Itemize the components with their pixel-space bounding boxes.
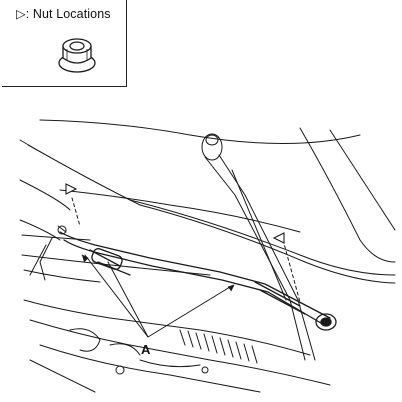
- hood-strut: [201, 133, 316, 361]
- nut-dash-right: [282, 239, 301, 303]
- cowl-lower-detail: [69, 328, 209, 375]
- cowl-grille: [179, 329, 258, 364]
- wiper-pivot-left: [29, 225, 67, 281]
- legend-row: ▷: Nut Locations: [16, 6, 111, 21]
- nut-icon: [58, 38, 96, 73]
- legend-box: ▷: Nut Locations: [2, 0, 127, 87]
- leader-a-1: [84, 254, 149, 338]
- nut-location-triangle: ▷: [16, 7, 26, 21]
- nut-location-marker-right: [272, 232, 285, 244]
- leader-a-2: [107, 261, 149, 338]
- legend-label: : Nut Locations: [25, 7, 111, 21]
- hood-edge: [39, 119, 361, 144]
- nut-location-marker-left: [65, 183, 78, 195]
- nut-dash-left: [71, 197, 81, 227]
- leader-a-3: [147, 286, 231, 338]
- callout-a-label: A: [141, 342, 151, 357]
